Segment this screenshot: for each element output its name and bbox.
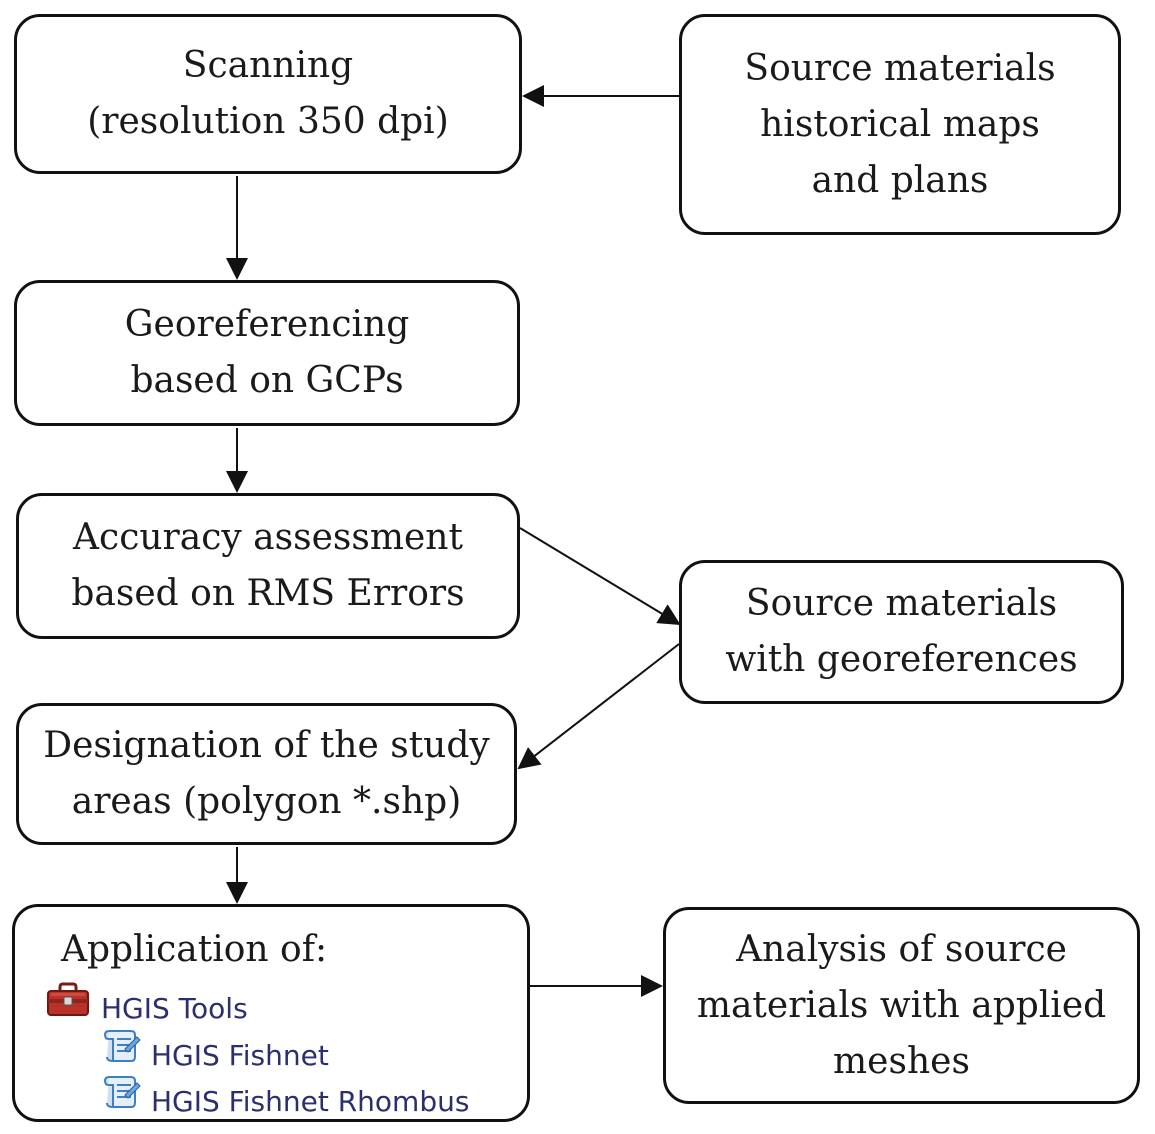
node-analysis: Analysis of source materials with applie… xyxy=(663,907,1140,1104)
node-scanning: Scanning (resolution 350 dpi) xyxy=(14,14,522,174)
node-text: Source materials xyxy=(744,47,1056,89)
node-text: Designation of the study xyxy=(43,725,490,766)
tool-label: HGIS Fishnet Rhombus xyxy=(151,1084,470,1118)
toolbox-item: HGIS Tools xyxy=(45,981,248,1037)
node-designation: Designation of the study areas (polygon … xyxy=(16,703,517,845)
node-text: materials with applied xyxy=(696,984,1107,1026)
tool-item: HGIS Fishnet xyxy=(101,1027,329,1084)
toolbox-icon xyxy=(45,981,91,1037)
node-text: Georeferencing xyxy=(124,304,410,345)
node-text: (resolution 350 dpi) xyxy=(87,101,449,142)
node-text: historical maps xyxy=(760,103,1040,145)
node-text: and plans xyxy=(811,159,989,201)
arrow-accuracy-to-sourcegeo xyxy=(519,527,681,626)
script-tool-icon xyxy=(101,1027,141,1084)
tool-item: HGIS Fishnet Rhombus xyxy=(101,1073,469,1130)
node-text: Accuracy assessment xyxy=(73,517,463,558)
toolbox-label: HGIS Tools xyxy=(101,992,248,1025)
node-text: Source materials xyxy=(745,583,1058,624)
tool-label: HGIS Fishnet xyxy=(151,1038,329,1072)
node-source-georeferenced: Source materials with georeferences xyxy=(679,560,1124,704)
node-text: with georeferences xyxy=(725,639,1078,680)
node-text: areas (polygon *.shp) xyxy=(71,781,462,822)
node-text: Scanning xyxy=(182,45,354,86)
node-application: Application of: HGIS Tools xyxy=(12,904,530,1122)
node-georeferencing: Georeferencing based on GCPs xyxy=(14,280,520,426)
node-source-materials: Source materials historical maps and pla… xyxy=(679,14,1121,235)
node-text: based on RMS Errors xyxy=(71,573,465,614)
script-tool-icon xyxy=(101,1073,141,1130)
node-accuracy-assessment: Accuracy assessment based on RMS Errors xyxy=(16,493,520,639)
application-title: Application of: xyxy=(61,929,328,970)
arrow-sourcegeo-to-designation xyxy=(517,643,680,770)
node-text: based on GCPs xyxy=(130,360,404,401)
node-text: Analysis of source xyxy=(736,928,1067,970)
node-text: meshes xyxy=(833,1040,970,1082)
